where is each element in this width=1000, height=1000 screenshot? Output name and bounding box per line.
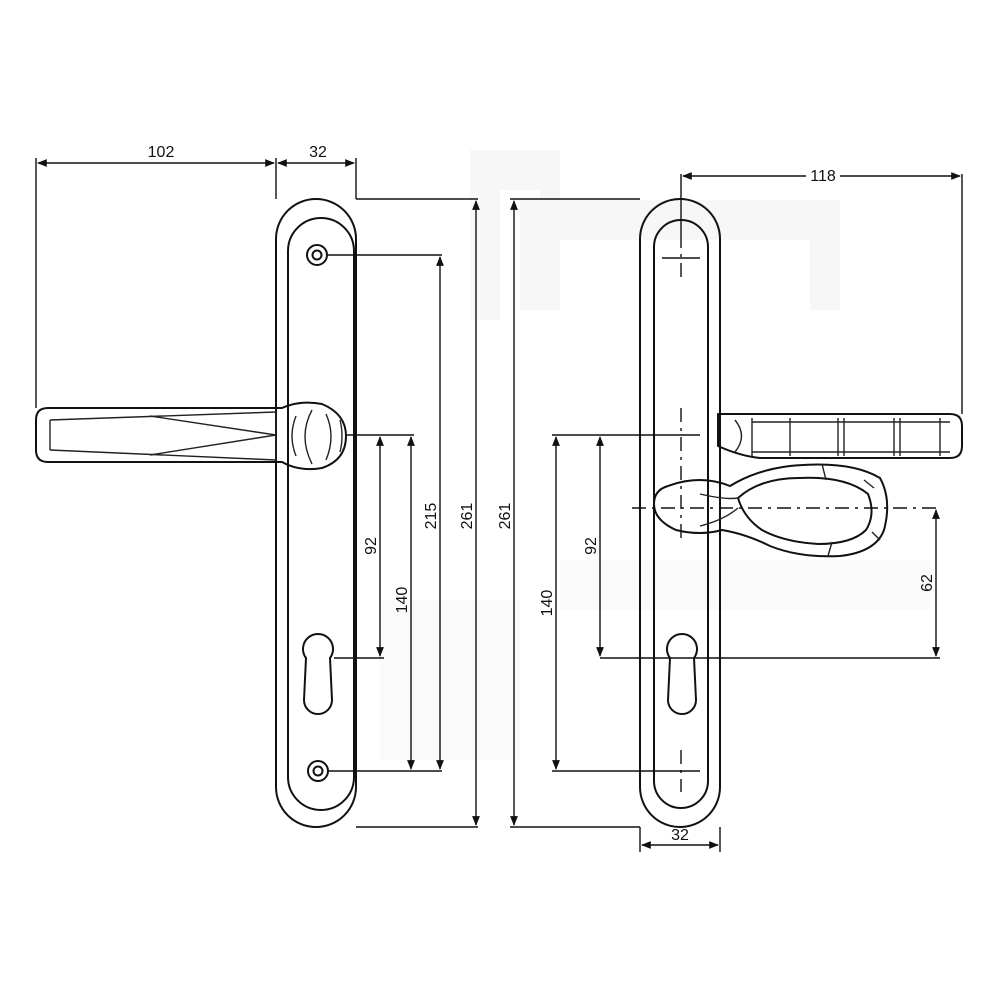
dim-215-label: 215 [423,503,440,530]
right-view: 118 261 140 92 62 32 [497,166,963,852]
right-backplate-inner [653,219,709,809]
dim-118-label: 118 [810,168,836,185]
left-backplate-inner [287,217,355,811]
right-lever-handle [717,413,963,459]
dim-62-label: 62 [919,574,936,592]
dim-261-left-label: 261 [459,503,476,530]
dim-92-right-label: 92 [583,537,600,555]
dim-140-right-label: 140 [539,590,556,617]
dim-32-top-label: 32 [309,144,327,161]
left-view: 102 32 92 140 215 261 [35,144,480,828]
dim-92-left-label: 92 [363,537,380,555]
left-bottom-screw-icon [307,760,329,782]
watermark [380,150,930,760]
left-cylinder-cutout [302,633,334,715]
dim-102-label: 102 [148,144,175,161]
dim-32-bottom-label: 32 [671,827,689,844]
right-cylinder-cutout [666,633,698,715]
right-pull-handle [653,463,889,558]
left-top-screw-icon [306,244,328,266]
left-lever-handle [35,401,347,471]
right-backplate-outer [639,198,721,828]
left-backplate-outer [275,198,357,828]
dim-140-left-label: 140 [394,587,411,614]
dim-261-right-label: 261 [497,503,514,530]
